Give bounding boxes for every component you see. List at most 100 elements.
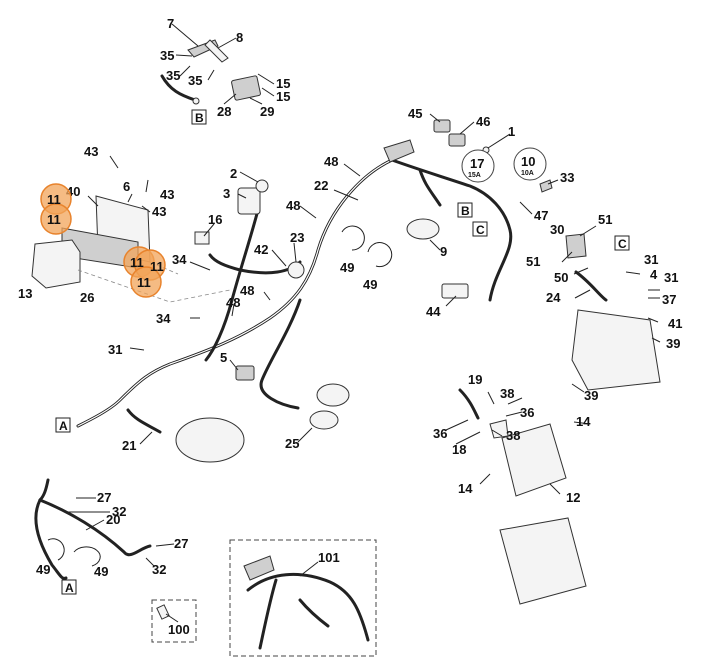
callout-34a: 34 [172,252,187,267]
callout-30: 30 [550,222,564,237]
callout-14a: 14 [576,414,591,429]
battery [501,423,567,497]
callout-25: 25 [285,436,299,451]
battery-tray-lower [499,517,587,605]
ref-b-mid: B [461,204,470,218]
callout-48b: 48 [286,198,300,213]
callout-49d: 49 [94,564,108,579]
fuse-10a [513,147,547,181]
kit-100-box: 100 [151,599,197,643]
main-harness: 2 3 16 23 42 22 48 48 48 48 5 21 25 9 49… [55,139,513,463]
callout-14b: 14 [458,481,473,496]
ref-box-a-mid [55,417,71,433]
callout-9: 9 [440,244,447,259]
callout-21: 21 [122,438,136,453]
callout-17: 17 [470,156,484,171]
callout-45: 45 [408,106,422,121]
key-switch [237,187,261,215]
callout-12: 12 [566,490,580,505]
callout-11d: 11 [150,259,164,274]
highlight-11-b [40,203,72,235]
key-switch-group: 7 8 35 35 35 15 15 28 29 B [160,16,290,125]
callout-10: 10 [521,154,535,169]
callout-42: 42 [254,242,268,257]
fuse-group: 45 46 1 17 15A 10 10A 33 47 44 [408,106,574,319]
callout-48d: 48 [240,283,254,298]
relay-45 [433,119,451,133]
callout-31b: 31 [644,252,658,267]
callout-26: 26 [80,290,94,305]
callout-2: 2 [230,166,237,181]
controller-group: 43 40 6 43 43 13 26 34 34 31 11 11 11 11… [18,144,231,357]
harness-connector-top [383,139,415,163]
module-cover [31,239,81,289]
callout-43b: 43 [160,187,174,202]
callout-46: 46 [476,114,490,129]
pto-clutch-ghost [175,417,245,463]
terminal-bracket [565,233,587,259]
callout-49c: 49 [36,562,50,577]
callout-7: 7 [167,16,174,31]
callout-49a: 49 [340,260,354,275]
callout-28: 28 [217,104,231,119]
callout-41: 41 [668,316,682,331]
ref-c-mid: C [476,223,485,237]
switch-cable [160,74,197,102]
callout-23: 23 [290,230,304,245]
kit-101-box: 101 [229,539,377,657]
callout-19: 19 [468,372,482,387]
ref-box-a-bottom [61,579,77,595]
callout-27a: 27 [97,490,111,505]
callout-8: 8 [236,30,243,45]
sensor-25 [309,410,339,430]
ref-box-b-mid [457,202,473,218]
connector-44 [441,283,469,299]
callout-51a: 51 [598,212,612,227]
callout-18: 18 [452,442,466,457]
callout-48a: 48 [324,154,338,169]
callout-43a: 43 [84,144,98,159]
buzzer [287,261,305,279]
callout-32b: 32 [152,562,166,577]
callout-24: 24 [546,290,561,305]
callout-4: 4 [650,267,658,282]
callout-11c: 11 [130,255,144,270]
callout-100: 100 [168,622,190,637]
switch-bracket [204,39,229,63]
ref-b-top: B [195,111,204,125]
callout-22: 22 [314,178,328,193]
sensor-9 [406,218,440,240]
callout-31a: 31 [108,342,122,357]
battery-tray-upper [571,309,661,391]
highlight-11-e [130,266,162,298]
fuse-rating-15a: 15A [468,172,481,179]
callout-5: 5 [220,350,227,365]
callout-50: 50 [554,270,568,285]
callout-51b: 51 [526,254,540,269]
callout-20: 20 [106,512,120,527]
callout-36b: 36 [433,426,447,441]
relay [231,75,261,101]
callout-47: 47 [534,208,548,223]
callout-43c: 43 [152,204,166,219]
connector-16 [194,231,210,245]
callout-32a: 32 [112,504,126,519]
callout-11b: 11 [47,212,61,227]
callout-36a: 36 [520,405,534,420]
callout-39a: 39 [666,336,680,351]
callout-6: 6 [123,179,130,194]
ref-box-c-mid [472,221,488,237]
callout-33: 33 [560,170,574,185]
relay-46 [448,133,466,147]
fuse-rating-10a: 10A [521,170,534,177]
callout-16: 16 [208,212,222,227]
ref-a-mid: A [59,419,68,433]
callout-38a: 38 [500,386,514,401]
callout-37: 37 [662,292,676,307]
callout-38b: 38 [506,428,520,443]
callout-35c: 35 [188,73,202,88]
callout-35a: 35 [160,48,174,63]
callout-11a: 11 [47,192,61,207]
battery-tray-group: 51 30 51 50 24 31 4 31 37 41 39 39 19 38… [433,212,682,605]
